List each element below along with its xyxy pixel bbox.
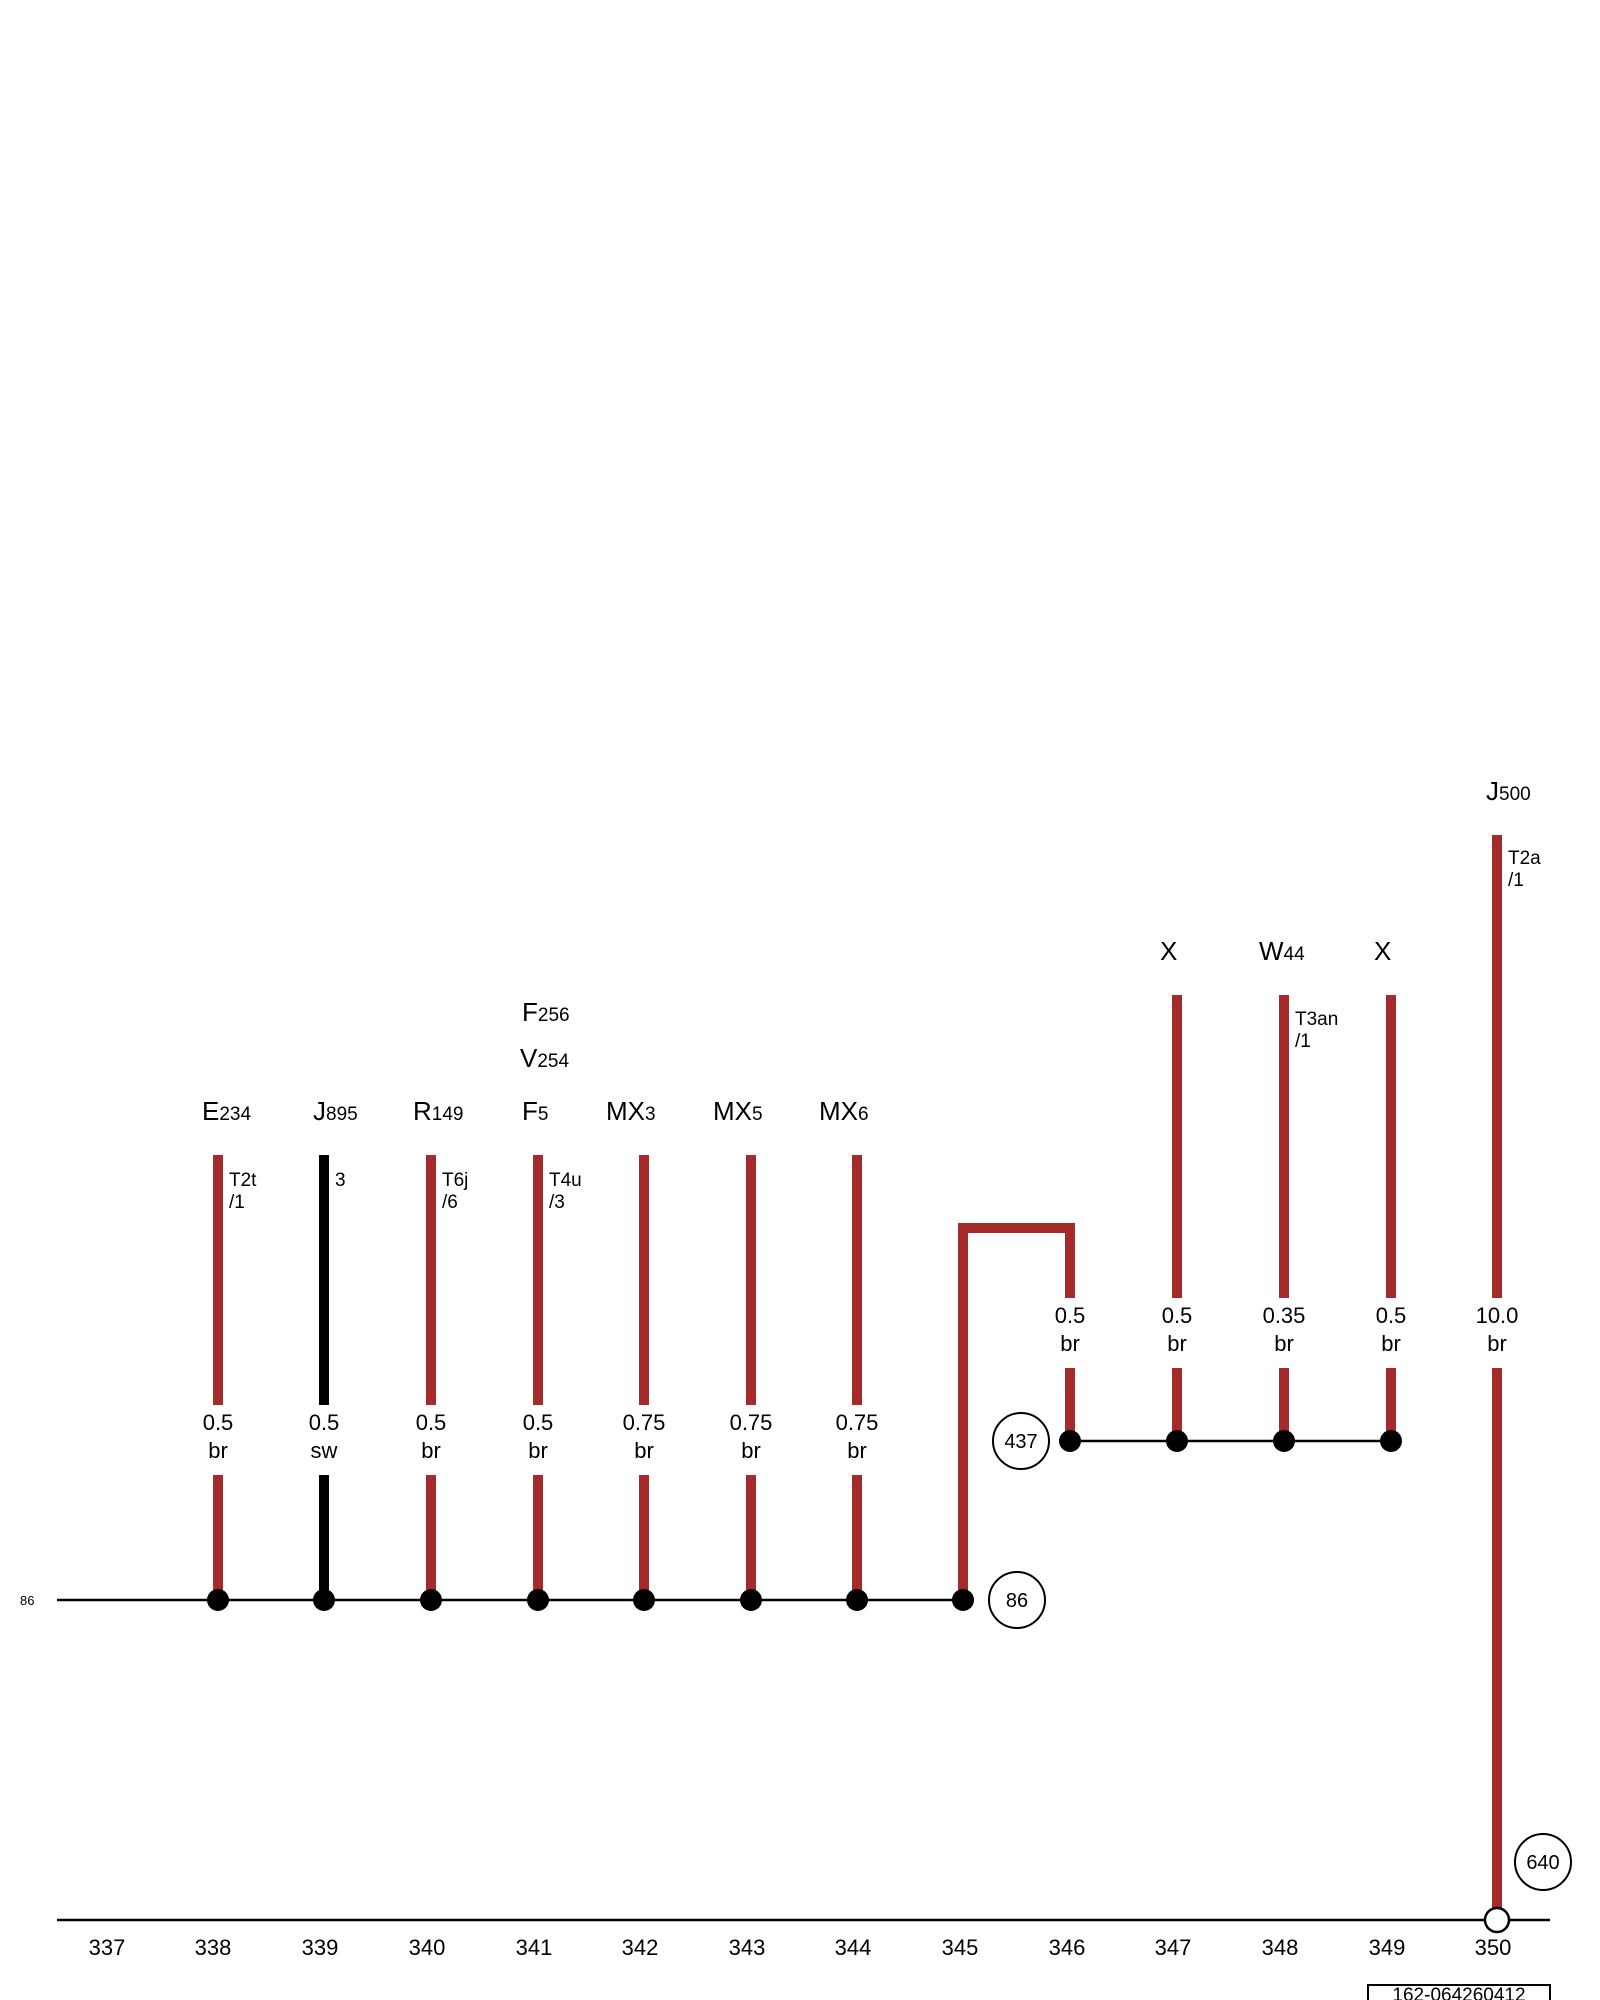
wire-bridge [958,1223,1075,1600]
component-j895: J895 [313,1096,358,1126]
component-e234: E234 [202,1096,251,1126]
junction-dot [527,1589,549,1611]
component-v254: V254 [520,1043,569,1073]
pin-labels: T2t/1 3 T6j/6 T4u/3 T3an/1 T2a/1 [229,848,1541,1213]
component-mx6: MX6 [819,1096,869,1126]
component-x-349: X [1374,936,1391,966]
bus-ref-86: 86 [988,1571,1046,1629]
component-w44: W44 [1259,936,1305,966]
svg-text:86: 86 [1006,1590,1028,1612]
component-j500: J500 [1486,776,1531,806]
junction-dot [1166,1430,1188,1452]
pin-f5: T4u/3 [549,1170,582,1213]
column-number: 339 [302,1935,339,1960]
ground-label-left: 86 [20,1593,34,1608]
svg-text:437: 437 [1004,1431,1037,1453]
column-number: 347 [1155,1935,1192,1960]
pin-r149: T6j/6 [442,1170,468,1213]
column-number: 342 [622,1935,659,1960]
junction-dot [207,1589,229,1611]
svg-text:640: 640 [1526,1852,1559,1874]
bus-ref-640: 640 [1514,1833,1572,1891]
column-number: 344 [835,1935,872,1960]
component-labels: E234 J895 R149 F256 V254 F5 MX3 MX5 MX6 … [202,776,1531,1126]
junctions [207,1430,1402,1611]
column-number: 345 [942,1935,979,1960]
ground-point-open [1483,1906,1511,1934]
pin-e234: T2t/1 [229,1170,257,1213]
pin-j500: T2a/1 [1508,848,1541,891]
column-number: 346 [1049,1935,1086,1960]
component-mx5: MX5 [713,1096,763,1126]
junction-dot [420,1589,442,1611]
column-number: 350 [1475,1935,1512,1960]
pin-w44: T3an/1 [1295,1009,1338,1052]
bus-ref-437: 437 [992,1412,1050,1470]
component-f5: F5 [522,1096,548,1126]
column-number: 349 [1369,1935,1406,1960]
junction-dot [313,1589,335,1611]
junction-dot [1059,1430,1081,1452]
junction-dot [1380,1430,1402,1452]
column-number: 348 [1262,1935,1299,1960]
component-r149: R149 [413,1096,463,1126]
junction-dot [846,1589,868,1611]
column-numbers: 337 338 339 340 341 342 343 344 345 346 … [89,1935,1512,1960]
reference-id-box: 162-064260412 [1367,1984,1551,2000]
column-number: 343 [729,1935,766,1960]
component-f256: F256 [522,997,570,1027]
junction-dot [1273,1430,1295,1452]
component-x-347: X [1160,936,1177,966]
junction-dot [740,1589,762,1611]
column-number: 337 [89,1935,126,1960]
wires [213,835,1502,1908]
reference-id: 162-064260412 [1392,1985,1525,2000]
column-number: 341 [516,1935,553,1960]
column-number: 340 [409,1935,446,1960]
pin-j895: 3 [335,1170,346,1191]
component-mx3: MX3 [606,1096,656,1126]
junction-dot [633,1589,655,1611]
junction-dot [952,1589,974,1611]
column-number: 338 [195,1935,232,1960]
